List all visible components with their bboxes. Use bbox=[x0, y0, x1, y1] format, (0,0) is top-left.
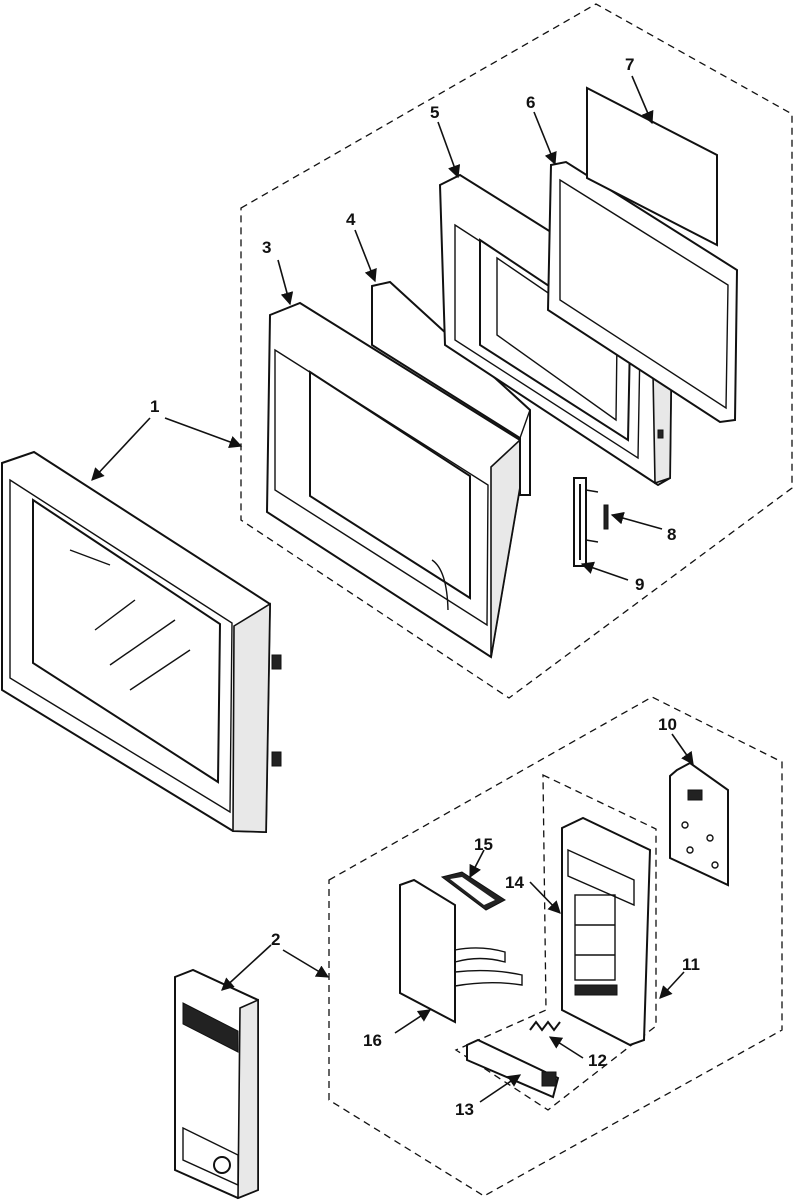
callout-4: 4 bbox=[346, 210, 356, 229]
callout-2: 2 bbox=[271, 930, 280, 949]
control-assembly-boundary bbox=[328, 696, 783, 1197]
callout-12: 12 bbox=[588, 1051, 607, 1070]
control-subassembly-boundary bbox=[454, 773, 657, 1111]
control-box-part bbox=[561, 816, 652, 1047]
callout-6: 6 bbox=[526, 93, 535, 112]
choke-cover-part bbox=[371, 280, 531, 496]
callout-16: 16 bbox=[363, 1031, 382, 1050]
spring-part bbox=[529, 1020, 561, 1032]
callout-9: 9 bbox=[635, 575, 644, 594]
callout-8: 8 bbox=[667, 525, 676, 544]
door-assembly-boundary bbox=[240, 3, 793, 699]
display-window-part bbox=[440, 871, 506, 911]
callout-1: 1 bbox=[150, 397, 159, 416]
latch-hook-part bbox=[573, 477, 599, 567]
door-front-part bbox=[0, 450, 282, 834]
label-sheet-part bbox=[586, 86, 718, 247]
door-frame-part bbox=[265, 301, 521, 659]
pcb-part bbox=[669, 761, 729, 887]
door-button-part bbox=[466, 1038, 560, 1099]
door-gasket-part bbox=[546, 160, 739, 424]
callout-7: 7 bbox=[625, 55, 634, 74]
membrane-sheet-part bbox=[399, 878, 523, 1024]
callout-3: 3 bbox=[262, 238, 271, 257]
callout-11: 11 bbox=[682, 955, 700, 974]
callout-5: 5 bbox=[430, 103, 439, 122]
callout-10: 10 bbox=[658, 715, 677, 734]
latch-pin-part bbox=[603, 504, 609, 530]
callout-14: 14 bbox=[505, 873, 524, 892]
control-panel-part bbox=[174, 968, 259, 1200]
callout-13: 13 bbox=[455, 1100, 474, 1119]
callout-15: 15 bbox=[474, 835, 493, 854]
